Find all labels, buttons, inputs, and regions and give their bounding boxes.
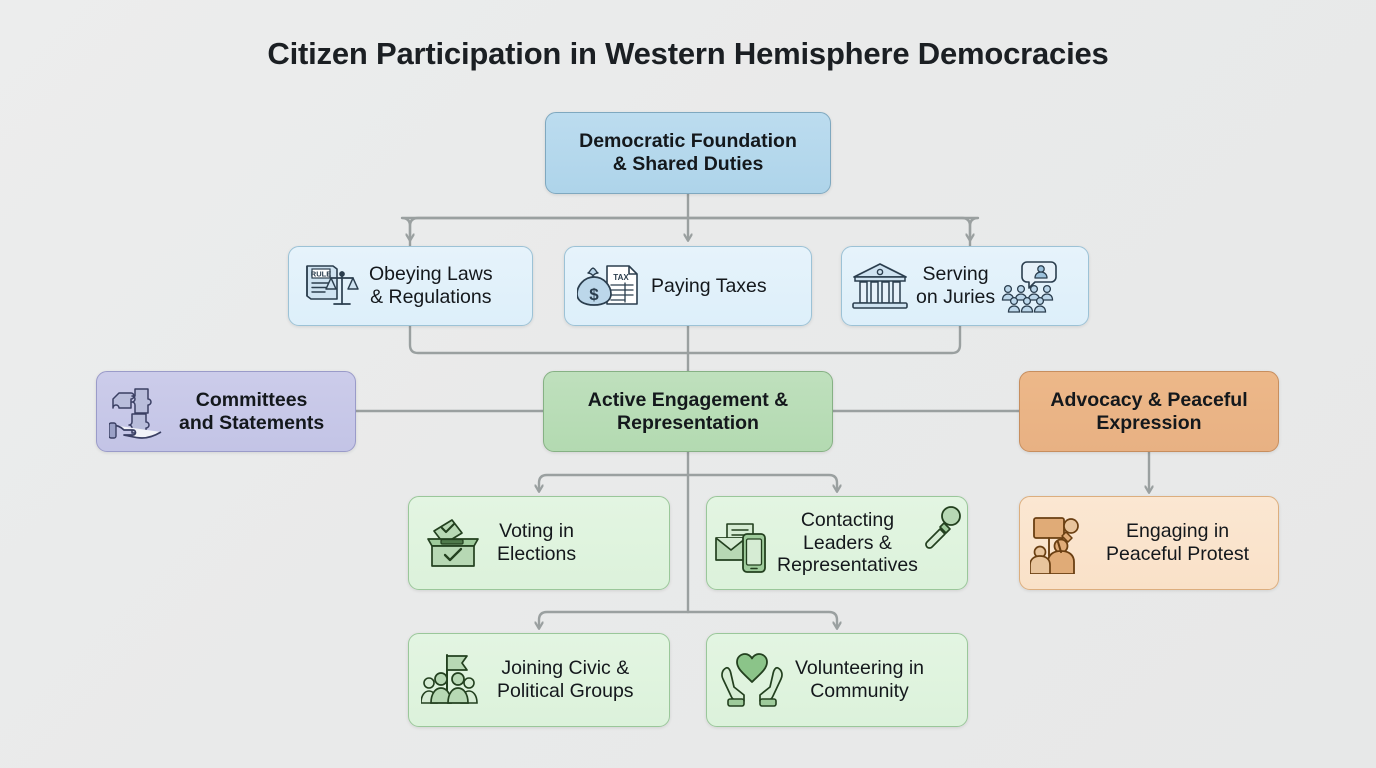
- ballot-box-icon: [421, 513, 485, 573]
- page-title: Citizen Participation in Western Hemisph…: [267, 36, 1109, 71]
- svg-text:RULE: RULE: [311, 270, 331, 279]
- node-democratic-foundation[interactable]: Democratic Foundation & Shared Duties: [545, 112, 831, 194]
- node-label: Paying Taxes: [651, 274, 767, 297]
- node-label: Contacting Leaders & Representatives: [777, 509, 918, 577]
- node-contacting-leaders[interactable]: Contacting Leaders & Representatives: [706, 496, 968, 590]
- node-label: Serving on Juries: [916, 263, 996, 308]
- node-voting-in-elections[interactable]: Voting in Elections: [408, 496, 670, 590]
- svg-text:TAX: TAX: [613, 273, 629, 282]
- rulebook-scales-icon: RULE: [301, 258, 359, 314]
- courthouse-icon: [850, 259, 910, 313]
- node-volunteering-community[interactable]: Volunteering in Community: [706, 633, 968, 727]
- node-label: Committees and Statements: [179, 388, 325, 434]
- node-label: Voting in Elections: [497, 520, 577, 565]
- svg-text:$: $: [589, 285, 599, 304]
- node-label: Volunteering in Community: [795, 657, 925, 702]
- node-advocacy-peaceful-expression[interactable]: Advocacy & Peaceful Expression: [1019, 371, 1279, 452]
- node-active-engagement[interactable]: Active Engagement & Representation: [543, 371, 833, 452]
- microphone-icon: [920, 505, 964, 549]
- node-peaceful-protest[interactable]: Engaging in Peaceful Protest: [1019, 496, 1279, 590]
- node-joining-civic-groups[interactable]: Joining Civic & Political Groups: [408, 633, 670, 727]
- envelope-phone-icon: [713, 512, 775, 574]
- node-obeying-laws[interactable]: RULE Obeying Laws & Regulations: [288, 246, 533, 326]
- node-label: Active Engagement & Representation: [587, 388, 789, 434]
- jury-people-icon: [1001, 259, 1057, 313]
- node-paying-taxes[interactable]: TAX $ Paying Taxes: [564, 246, 812, 326]
- node-label: Advocacy & Peaceful Expression: [1050, 388, 1248, 434]
- money-bag-tax-form-icon: TAX $: [577, 258, 643, 314]
- node-serving-on-juries[interactable]: Serving on Juries: [841, 246, 1089, 326]
- hand-puzzle-icon: [109, 383, 171, 441]
- node-label: Democratic Foundation & Shared Duties: [579, 130, 797, 175]
- protest-sign-megaphone-icon: [1030, 512, 1100, 574]
- people-flag-icon: [421, 649, 487, 711]
- node-label: Engaging in Peaceful Protest: [1106, 520, 1250, 565]
- node-label: Joining Civic & Political Groups: [497, 657, 634, 702]
- node-label: Obeying Laws & Regulations: [369, 263, 493, 308]
- hands-heart-icon: [719, 651, 785, 709]
- node-committees-statements[interactable]: Committees and Statements: [96, 371, 356, 452]
